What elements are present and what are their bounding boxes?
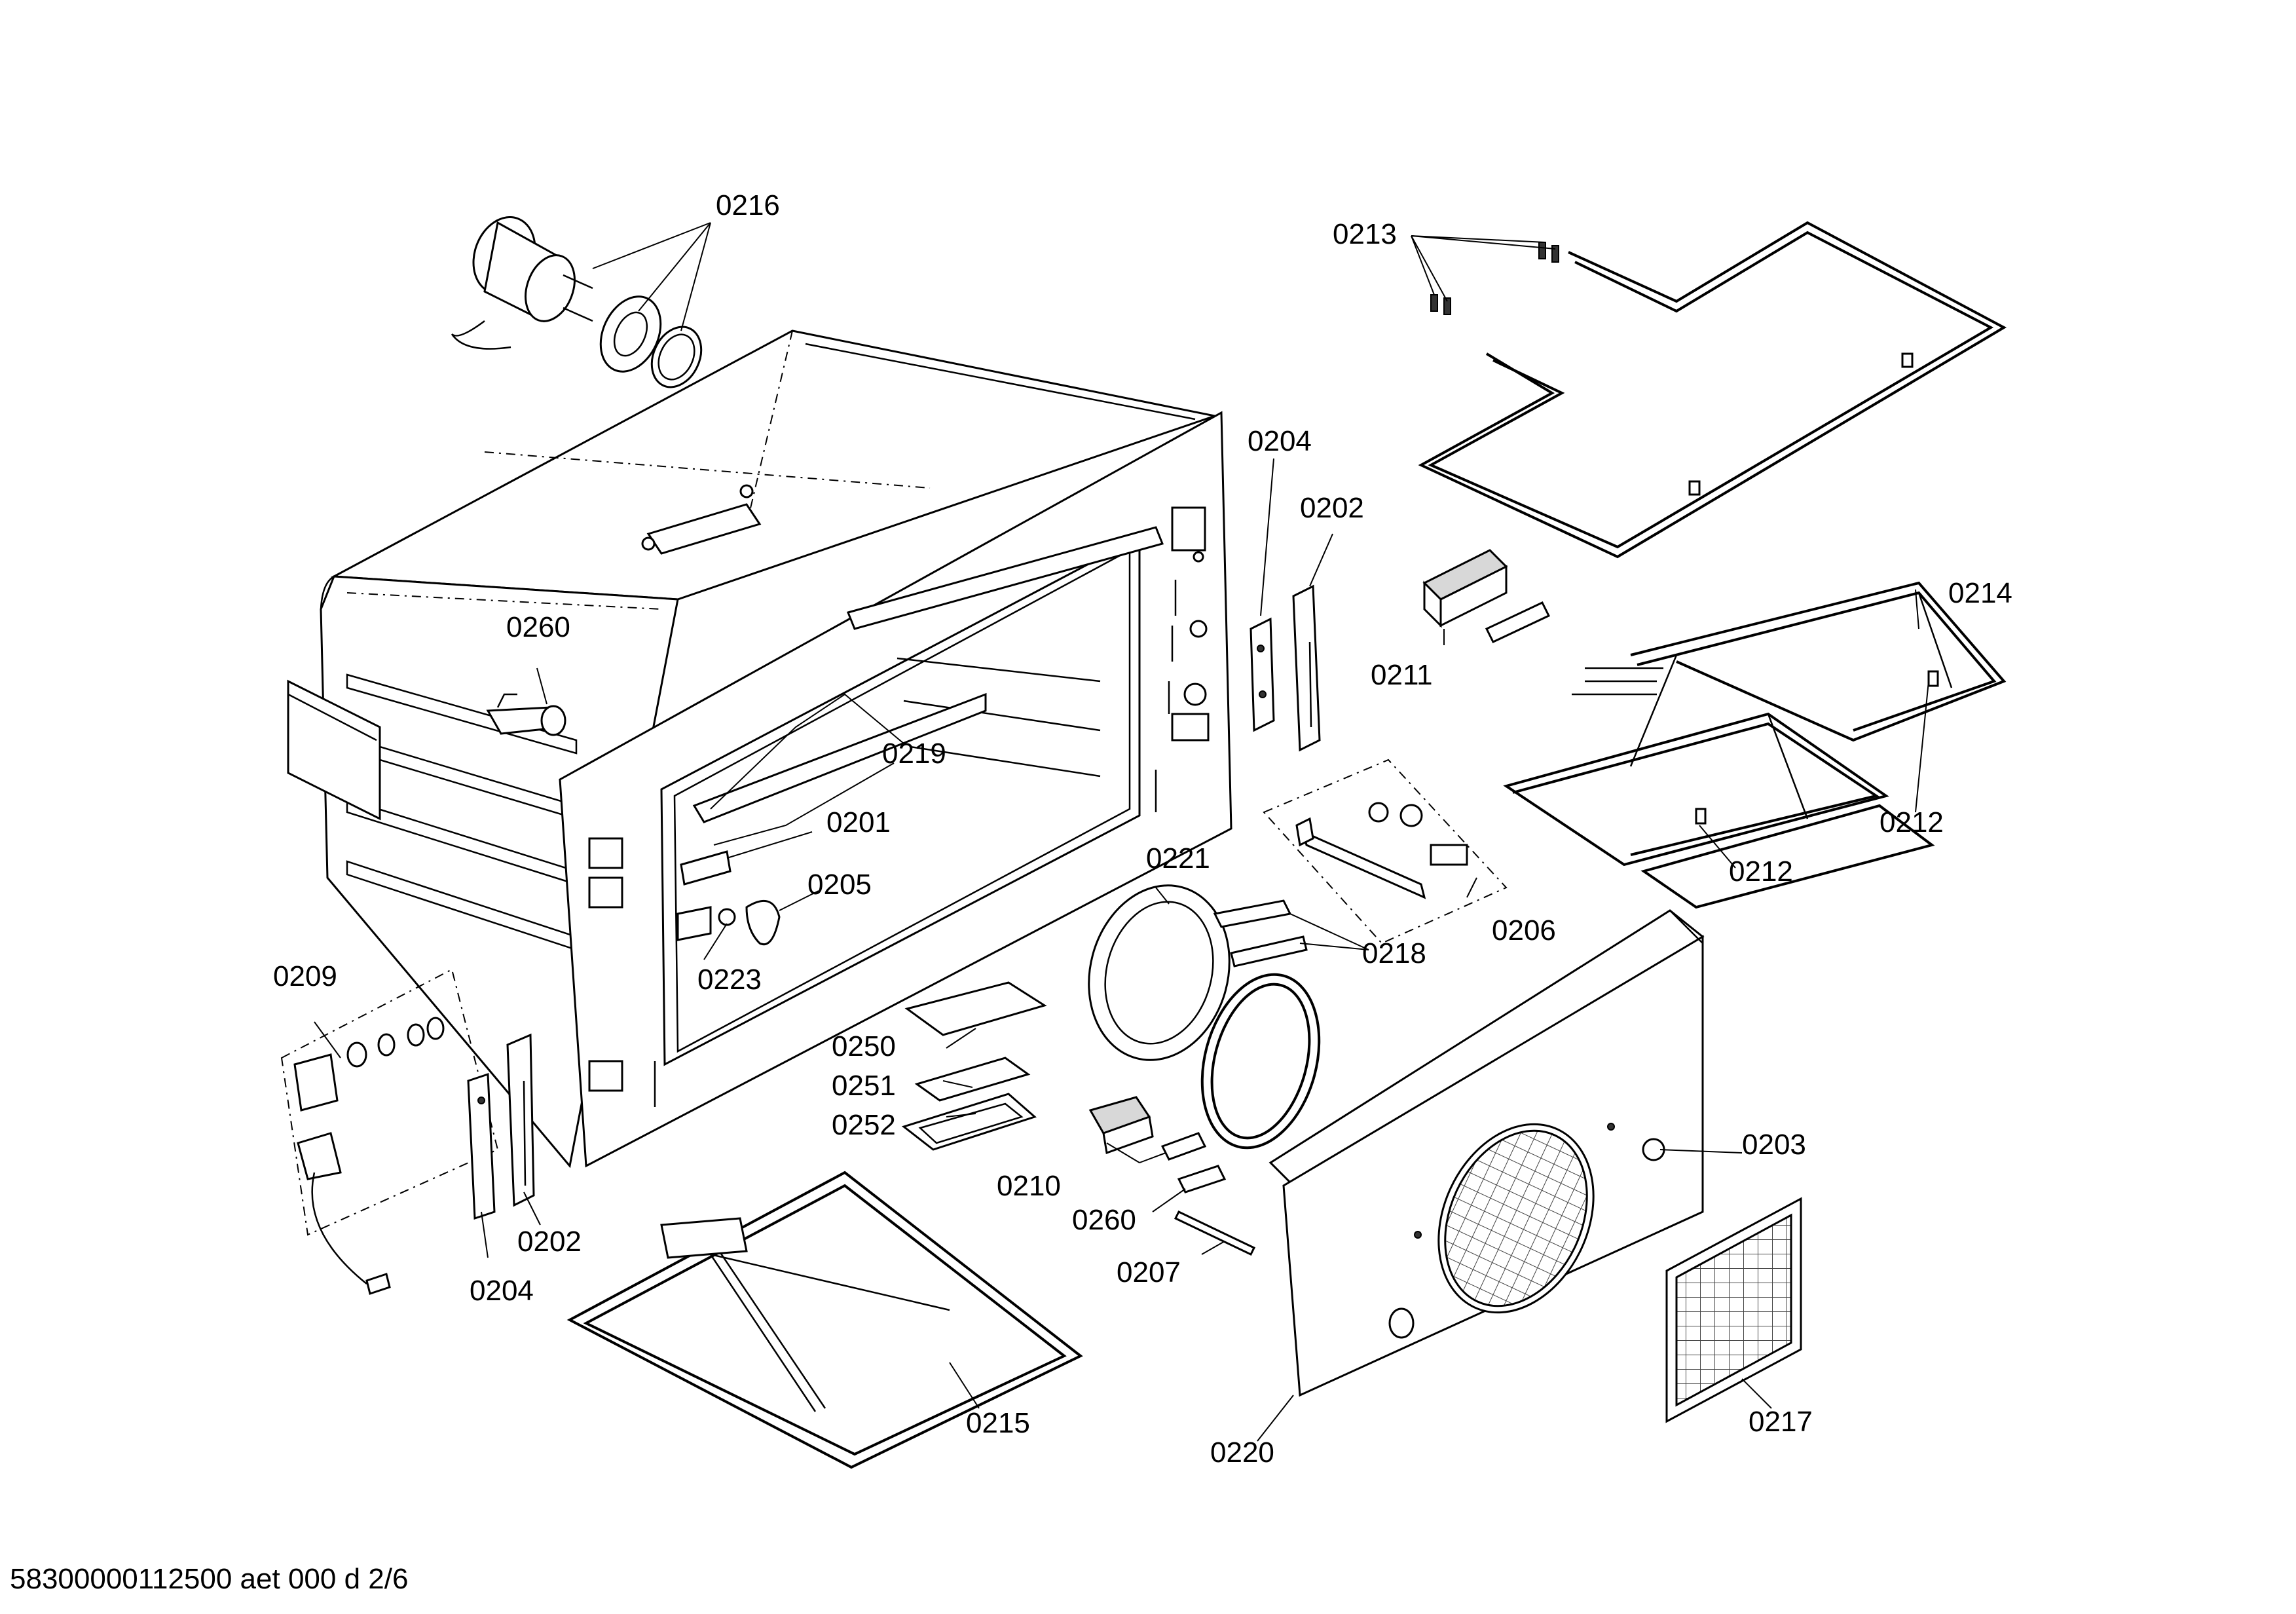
hinge-parts-right (1250, 584, 1321, 752)
label-0216: 0216 (716, 189, 780, 221)
grease-filter (1665, 1197, 1802, 1423)
label-0260-bottom: 0260 (1072, 1204, 1136, 1236)
fan-motor-assembly (451, 216, 703, 388)
terminal-block (1422, 549, 1551, 643)
label-0211: 0211 (1371, 659, 1433, 691)
label-0203: 0203 (1742, 1129, 1806, 1161)
label-0202-bottom: 0202 (517, 1226, 582, 1258)
label-0251: 0251 (832, 1070, 896, 1102)
bottom-heating-element (566, 1171, 1083, 1469)
label-0218: 0218 (1362, 937, 1426, 969)
label-0215: 0215 (966, 1407, 1030, 1439)
label-0220: 0220 (1210, 1436, 1274, 1469)
lamp-assembly (280, 968, 499, 1295)
label-0207: 0207 (1117, 1256, 1181, 1288)
label-0210: 0210 (997, 1170, 1061, 1202)
top-heating-element (1418, 221, 2007, 559)
label-0204-top: 0204 (1248, 425, 1312, 457)
label-0213: 0213 (1333, 218, 1397, 250)
label-0206: 0206 (1492, 914, 1556, 947)
label-0221: 0221 (1146, 842, 1210, 874)
part-labels: 0216 0213 0204 0202 0214 0260 0211 0219 … (273, 189, 2012, 1469)
label-0260-top: 0260 (506, 611, 570, 643)
label-0212-right: 0212 (1879, 806, 1944, 838)
label-0252: 0252 (832, 1109, 896, 1141)
label-0209: 0209 (273, 960, 337, 992)
grill-element (1503, 581, 2007, 909)
lamp-cover-parts (901, 981, 1047, 1151)
switch-plate-assembly (1263, 759, 1508, 945)
hinge-parts-left (467, 1033, 535, 1220)
label-0204-bottom: 0204 (470, 1275, 534, 1307)
back-panel (1268, 909, 1705, 1397)
fan-ring-and-heater (1088, 884, 1321, 1150)
label-0201: 0201 (826, 806, 891, 838)
label-0217: 0217 (1749, 1406, 1813, 1438)
door-switch-parts (676, 850, 781, 945)
label-0223: 0223 (697, 964, 762, 996)
label-0205: 0205 (807, 869, 872, 901)
thermostat-sensor (486, 693, 566, 736)
drawing-reference-number: 58300000112500 aet 000 d 2/6 (10, 1563, 408, 1595)
oven-cavity (287, 329, 1232, 1169)
leader-lines (314, 222, 1929, 1442)
label-0219: 0219 (882, 738, 946, 770)
label-0212-mid: 0212 (1729, 855, 1793, 888)
label-0202-top: 0202 (1300, 492, 1364, 524)
label-0250: 0250 (832, 1030, 896, 1062)
lamp-socket-parts (1088, 1096, 1256, 1256)
label-0214: 0214 (1948, 577, 2012, 609)
